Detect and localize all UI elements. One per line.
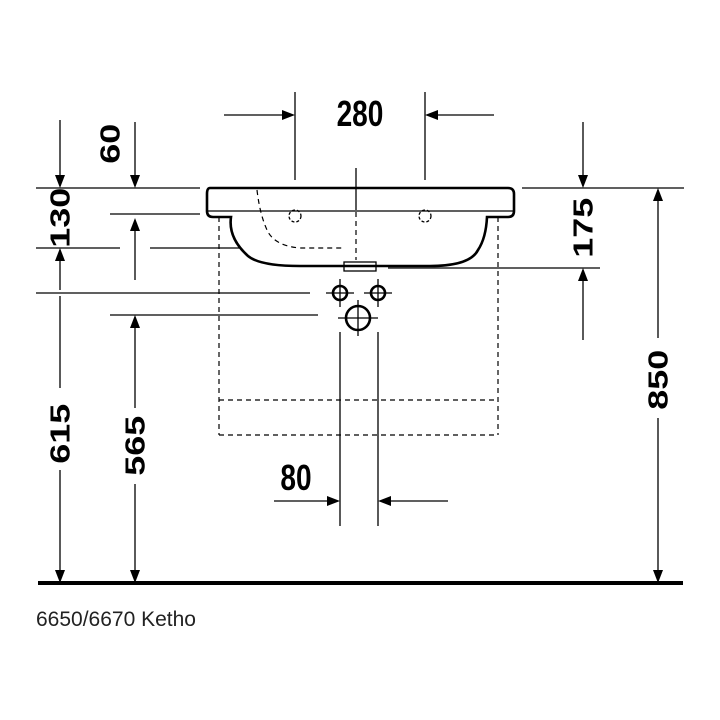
waste-pipe-icon <box>338 300 378 336</box>
dimension-280: 280 <box>224 94 494 134</box>
dimension-label-565: 565 <box>119 416 150 476</box>
basin-hidden-lines <box>218 189 499 436</box>
dimension-130: 130 <box>44 120 76 290</box>
water-supply-icons <box>326 279 392 307</box>
dimension-80: 80 <box>274 458 448 506</box>
tap-hole-icon <box>288 209 302 223</box>
dimension-60: 60 <box>94 122 140 188</box>
model-caption: 6650/6670 Ketho <box>36 608 196 631</box>
dimension-label-850: 850 <box>642 350 673 410</box>
extension-lines <box>36 92 684 526</box>
dimension-615: 615 <box>44 296 76 583</box>
dimension-850: 850 <box>642 188 674 583</box>
dimension-label-80: 80 <box>280 458 311 498</box>
dimension-label-280: 280 <box>337 94 384 134</box>
dimension-label-130: 130 <box>44 188 75 248</box>
dimension-label-615: 615 <box>44 404 75 464</box>
drain-outlet <box>343 261 377 272</box>
overflow-hole-icon <box>418 209 432 223</box>
dimension-label-60: 60 <box>94 124 125 164</box>
dimension-175: 175 <box>567 122 599 340</box>
basin-outline <box>205 186 516 268</box>
dimension-565: 565 <box>119 218 151 583</box>
dimension-label-175: 175 <box>567 198 598 258</box>
